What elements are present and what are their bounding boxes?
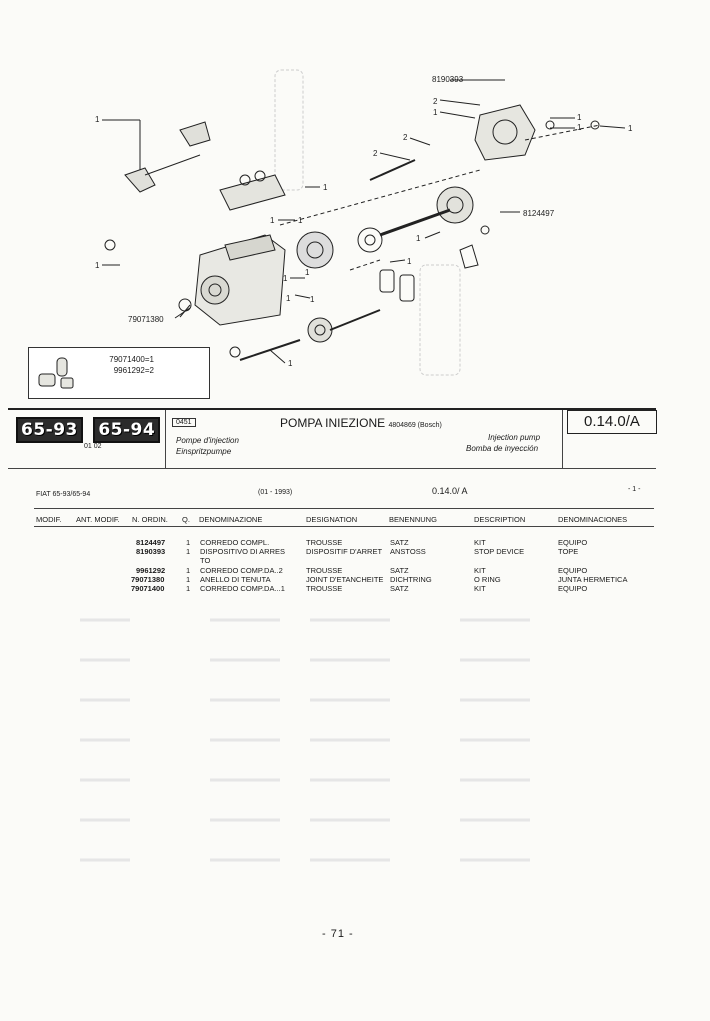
- callout-label: 1: [286, 294, 291, 303]
- kit-parts-icon: [38, 357, 74, 389]
- header-divider: [165, 410, 166, 468]
- header-divider: [562, 410, 563, 468]
- cell-it: CORREDO COMPL.: [200, 538, 270, 547]
- callout-label: 1: [577, 113, 582, 122]
- title-text: POMPA INIEZIONE: [280, 416, 386, 430]
- cell-qty: 1: [186, 584, 191, 593]
- callout-label: 2: [373, 149, 378, 158]
- cell-fr: TROUSSE: [306, 538, 343, 547]
- cell-es: TOPE: [558, 547, 579, 556]
- callout-label: 1: [628, 124, 633, 133]
- callout-label: 1: [416, 234, 421, 243]
- group-code: 0451: [172, 418, 196, 427]
- inset-kit-box: 79071400=1 9961292=2: [28, 347, 210, 399]
- callout-label: 79071380: [128, 315, 164, 324]
- col-denominazione: DENOMINAZIONE: [199, 515, 263, 524]
- cell-it: ANELLO DI TENUTA: [200, 575, 271, 584]
- cell-qty: 1: [186, 566, 191, 575]
- cell-en: O RING: [474, 575, 501, 584]
- callout-label: 1: [270, 216, 275, 225]
- exploded-parts-diagram: 8190393 2 1 1 1 1 2 2 1 1 1 1 1 8124497 …: [95, 69, 633, 376]
- title-de: Einspritzpumpe: [176, 447, 232, 456]
- model-badge: 65-94: [93, 417, 161, 443]
- cell-fr: DISPOSITIF D'ARRET: [306, 547, 383, 556]
- cell-ordin: 8190393: [136, 547, 166, 556]
- cell-fr: JOINT D'ETANCHEITE: [306, 575, 384, 584]
- cell-de: SATZ: [390, 538, 409, 547]
- callout-label: 1: [310, 295, 315, 304]
- table-top-rule: [34, 508, 654, 509]
- cell-qty: 1: [186, 547, 191, 556]
- header-bottom-rule: [8, 468, 656, 469]
- inset-line: 9961292=2: [113, 366, 154, 375]
- date-range: (01 - 1993): [258, 489, 293, 496]
- callout-label: 1: [283, 274, 288, 283]
- cell-de: SATZ: [390, 584, 409, 593]
- meta-ref: 0.14.0/ A: [432, 486, 468, 496]
- title-en: Injection pump: [488, 433, 541, 442]
- col-qty: Q.: [182, 515, 190, 524]
- callout-label: 2: [403, 133, 408, 142]
- reference-box: 0.14.0/A: [567, 410, 657, 434]
- cell-it: TO: [200, 556, 211, 565]
- callout-label: 1: [323, 183, 328, 192]
- bleed-through-texture: [80, 618, 530, 862]
- cell-en: KIT: [474, 538, 486, 547]
- section-title: POMPA INIEZIONE 4804869 (Bosch): [280, 416, 442, 430]
- callout-label: 2: [433, 97, 438, 106]
- col-modif: MODIF.: [36, 515, 62, 524]
- cell-en: KIT: [474, 584, 486, 593]
- col-benennung: BENENNUNG: [389, 515, 437, 524]
- callout-label: 1: [95, 261, 100, 270]
- cell-fr: TROUSSE: [306, 584, 343, 593]
- cell-ordin: 9961292: [136, 566, 166, 575]
- col-ant-modif: ANT. MODIF.: [76, 515, 120, 524]
- cell-en: STOP DEVICE: [474, 547, 525, 556]
- callout-label: 1: [305, 268, 310, 277]
- col-designation: DESIGNATION: [306, 515, 358, 524]
- model-badge: 65-93: [16, 417, 83, 443]
- table-header-rule: [34, 526, 654, 527]
- model-line: FIAT 65-93/65-94: [36, 491, 91, 498]
- cell-qty: 1: [186, 575, 191, 584]
- cell-de: ANSTOSS: [390, 547, 426, 556]
- cell-ordin: 79071400: [131, 584, 165, 593]
- cell-ordin: 8124497: [136, 538, 166, 547]
- callout-label: 1: [95, 115, 100, 124]
- header-rule: [8, 408, 656, 410]
- col-denominaciones: DENOMINACIONES: [558, 515, 628, 524]
- model-badges: 65-93 65-94: [16, 417, 161, 443]
- callout-label: 1: [298, 216, 303, 225]
- callout-label: 1: [288, 359, 293, 368]
- title-ref: 4804869 (Bosch): [388, 422, 442, 429]
- title-es: Bomba de inyección: [466, 444, 539, 453]
- callout-label: 1: [577, 123, 582, 132]
- callout-label: 8124497: [523, 209, 555, 218]
- callout-label: 8190393: [432, 75, 464, 84]
- cell-qty: 1: [186, 538, 191, 547]
- callout-label: 1: [433, 108, 438, 117]
- inset-line: 79071400=1: [109, 355, 154, 364]
- callout-label: 1: [407, 257, 412, 266]
- cell-it: DISPOSITIVO DI ARRES: [200, 547, 286, 556]
- page-number: - 71 -: [322, 928, 354, 940]
- cell-es: EQUIPO: [558, 538, 588, 547]
- title-fr: Pompe d'injection: [176, 436, 239, 445]
- cell-en: KIT: [474, 566, 486, 575]
- cell-de: SATZ: [390, 566, 409, 575]
- cell-de: DICHTRING: [390, 575, 432, 584]
- cell-fr: TROUSSE: [306, 566, 343, 575]
- cell-ordin: 79071380: [131, 575, 165, 584]
- cell-it: CORREDO COMP.DA..2: [200, 566, 283, 575]
- cell-es: JUNTA HERMETICA: [558, 575, 628, 584]
- cell-es: EQUIPO: [558, 566, 588, 575]
- cell-es: EQUIPO: [558, 584, 588, 593]
- page-marker: - 1 -: [628, 486, 641, 493]
- col-ordin: N. ORDIN.: [132, 515, 168, 524]
- col-description: DESCRIPTION: [474, 515, 526, 524]
- cell-it: CORREDO COMP.DA...1: [200, 584, 285, 593]
- model-sub: 01 02: [84, 443, 102, 450]
